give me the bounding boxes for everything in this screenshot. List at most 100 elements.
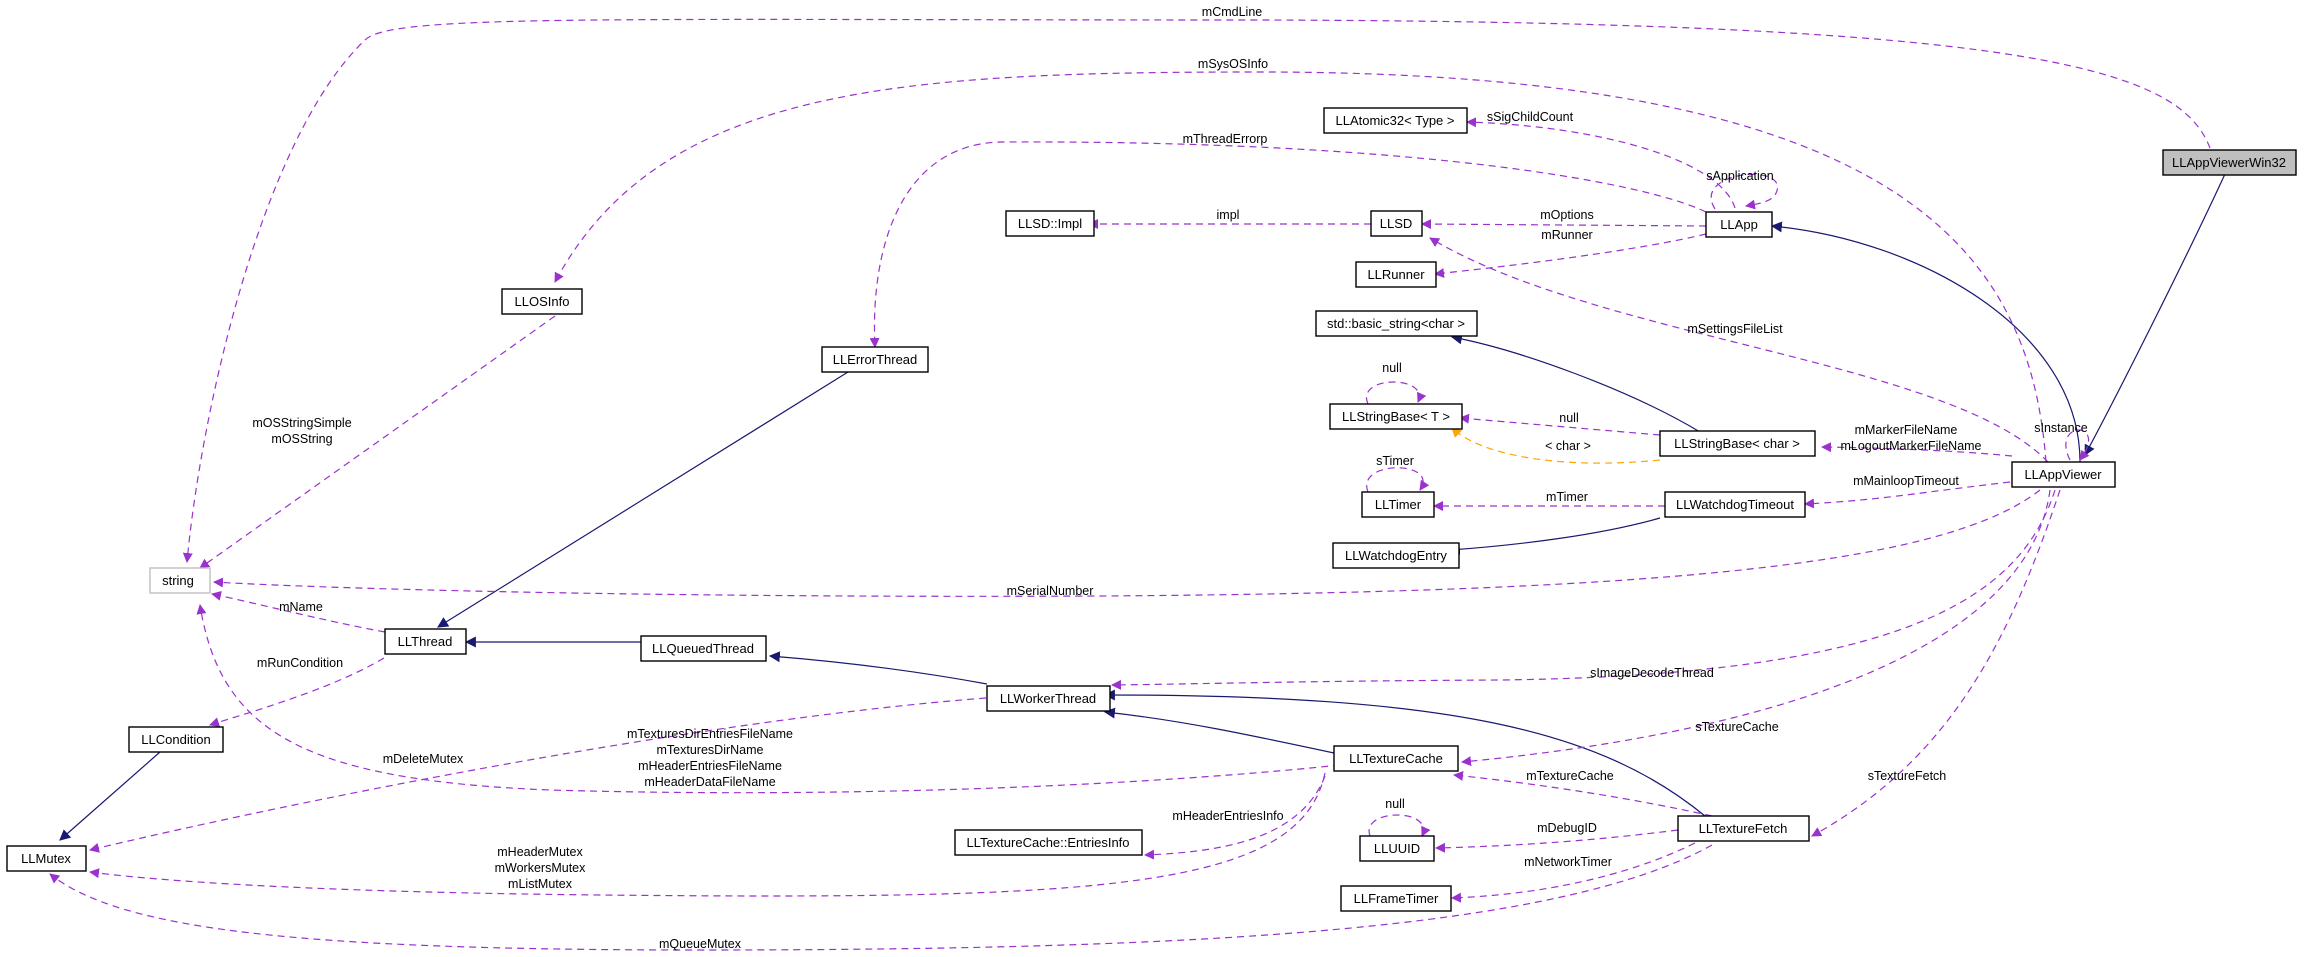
edge-llappviewer-to-llapp — [1770, 221, 2081, 463]
node-label-llthread: LLThread — [398, 634, 453, 649]
label-mmainlooptimeout: mMainloopTimeout — [1853, 474, 1959, 488]
label-simagedecodethread: sImageDecodeThread — [1590, 666, 1714, 680]
edge-mserialnumber — [213, 489, 2041, 597]
node-label-llworkerthread: LLWorkerThread — [1000, 691, 1096, 706]
edge-llappviewerwin32-to-llappviewer — [2084, 173, 2226, 456]
label-impl: impl — [1217, 208, 1240, 222]
edge-mmainlooptimeout — [1804, 481, 2011, 509]
label-moptions: mOptions — [1540, 208, 1594, 222]
node-std-basic-string[interactable]: std::basic_string<char > — [1315, 310, 1478, 337]
edge-moptions — [1421, 219, 1707, 230]
label-stimer: sTimer — [1376, 454, 1414, 468]
edge-llwatchdogtimeout-to-llwatchdogentry — [1448, 517, 1661, 555]
label-null-stringbase: null — [1559, 411, 1578, 425]
label-mheaderentriesinfo: mHeaderEntriesInfo — [1172, 809, 1283, 823]
node-label-llwatchdogtimeout: LLWatchdogTimeout — [1676, 497, 1794, 512]
label-null-uuid: null — [1385, 797, 1404, 811]
node-llsd[interactable]: LLSD — [1370, 210, 1423, 237]
label-mruncondition: mRunCondition — [257, 656, 343, 670]
node-label-llerrorthread: LLErrorThread — [833, 352, 918, 367]
label-ssigchildcount: sSigChildCount — [1487, 110, 1574, 124]
nodes-layer: LLAppViewerWin32 LLAppViewer LLApp LLAto… — [6, 107, 2297, 912]
edge-labels-layer: mCmdLine mSysOSInfo sSigChildCount sAppl… — [252, 5, 2087, 951]
edge-msettingsfilelist — [1429, 237, 2049, 463]
edge-sinstance-self — [2065, 429, 2090, 461]
edge-mname — [211, 590, 386, 633]
node-lltexturefetch[interactable]: LLTextureFetch — [1677, 815, 1810, 842]
node-llframetimer[interactable]: LLFrameTimer — [1340, 885, 1452, 912]
edge-llerrorthread-to-llthread — [437, 371, 849, 628]
node-llwatchdogentry[interactable]: LLWatchdogEntry — [1332, 542, 1460, 569]
node-llqueuedthread[interactable]: LLQueuedThread — [640, 635, 767, 662]
node-label-llmutex: LLMutex — [21, 851, 71, 866]
edge-texture-filenames — [196, 604, 1341, 794]
node-lltimer[interactable]: LLTimer — [1361, 491, 1435, 518]
label-mrunner: mRunner — [1541, 228, 1592, 242]
label-sinstance: sInstance — [2034, 421, 2088, 435]
edge-mthreaderrorp — [869, 141, 1707, 348]
label-stexturefetch: sTextureFetch — [1868, 769, 1947, 783]
node-llsd-impl[interactable]: LLSD::Impl — [1005, 210, 1095, 237]
node-label-lltexturefetch: LLTextureFetch — [1699, 821, 1788, 836]
edge-ssigchildcount — [1466, 117, 1736, 209]
edge-stimer-self — [1366, 467, 1430, 493]
label-mtimer: mTimer — [1546, 490, 1588, 504]
node-lluuid[interactable]: LLUUID — [1359, 835, 1435, 862]
node-label-lltexturecache-entriesinfo: LLTextureCache::EntriesInfo — [966, 835, 1129, 850]
edge-mosstring — [199, 315, 556, 569]
label-stexturecache: sTextureCache — [1695, 720, 1778, 734]
edge-llstringbasechar-to-stdbasicstring — [1450, 333, 1701, 433]
node-label-llqueuedthread: LLQueuedThread — [652, 641, 754, 656]
node-llmutex[interactable]: LLMutex — [6, 845, 87, 872]
node-llcondition[interactable]: LLCondition — [128, 726, 224, 753]
edge-stexturecache — [1461, 489, 2051, 767]
label-mlogoutmarkerfilename: mLogoutMarkerFileName — [1840, 439, 1981, 453]
label-msettingsfilelist: mSettingsFileList — [1687, 322, 1783, 336]
node-llappviewer[interactable]: LLAppViewer — [2011, 461, 2116, 488]
node-llerrorthread[interactable]: LLErrorThread — [821, 346, 929, 373]
edge-mheaderentriesinfo — [1144, 775, 1326, 860]
label-mheaderentriesfilename: mHeaderEntriesFileName — [638, 759, 782, 773]
node-string[interactable]: string — [149, 567, 211, 594]
node-label-llcondition: LLCondition — [141, 732, 210, 747]
node-label-lluuid: LLUUID — [1374, 841, 1420, 856]
edge-simagedecodethread — [1111, 489, 2056, 690]
label-char-template: < char > — [1545, 439, 1591, 453]
node-lltexturecache-entriesinfo[interactable]: LLTextureCache::EntriesInfo — [954, 829, 1143, 856]
node-label-llatomic32: LLAtomic32< Type > — [1335, 113, 1454, 128]
edge-llworkerthread-to-llqueuedthread — [768, 651, 988, 685]
node-lltexturecache[interactable]: LLTextureCache — [1333, 745, 1459, 772]
edge-sapplication — [1710, 173, 1779, 210]
edge-lltexturefetch-to-llworkerthread — [1103, 689, 1706, 817]
node-label-lltimer: LLTimer — [1375, 497, 1422, 512]
node-label-llappviewerwin32: LLAppViewerWin32 — [2172, 155, 2286, 170]
label-mosstringsimple: mOSStringSimple — [252, 416, 351, 430]
edge-null-uuid-self — [1368, 814, 1431, 837]
node-llrunner[interactable]: LLRunner — [1355, 261, 1437, 288]
node-llosinfo[interactable]: LLOSInfo — [501, 288, 583, 315]
node-llthread[interactable]: LLThread — [384, 628, 467, 655]
node-llworkerthread[interactable]: LLWorkerThread — [986, 685, 1111, 712]
node-label-llappviewer: LLAppViewer — [2024, 467, 2102, 482]
node-llstringbase-char[interactable]: LLStringBase< char > — [1659, 430, 1816, 457]
label-mworkersmutex: mWorkersMutex — [495, 861, 587, 875]
node-label-llapp: LLApp — [1720, 217, 1758, 232]
edge-mruncondition — [209, 657, 385, 727]
node-llatomic32[interactable]: LLAtomic32< Type > — [1323, 107, 1468, 134]
node-label-llosinfo: LLOSInfo — [515, 294, 570, 309]
node-llwatchdogtimeout[interactable]: LLWatchdogTimeout — [1664, 491, 1806, 518]
label-mthreaderrorp: mThreadErrorp — [1183, 132, 1268, 146]
edge-mrunner — [1434, 233, 1707, 279]
node-llappviewerwin32[interactable]: LLAppViewerWin32 — [2162, 149, 2297, 176]
node-label-lltexturecache: LLTextureCache — [1349, 751, 1443, 766]
node-llapp[interactable]: LLApp — [1705, 211, 1773, 238]
edges-layer — [49, 18, 2226, 951]
label-mnetworktimer: mNetworkTimer — [1524, 855, 1612, 869]
edge-markerfilename — [1821, 442, 2013, 457]
node-label-llwatchdogentry: LLWatchdogEntry — [1345, 548, 1447, 563]
label-mlistmutex: mListMutex — [508, 877, 573, 891]
node-llstringbase-t[interactable]: LLStringBase< T > — [1329, 403, 1463, 430]
edge-llcondition-to-llmutex — [59, 751, 161, 841]
label-mheadermutex: mHeaderMutex — [497, 845, 583, 859]
